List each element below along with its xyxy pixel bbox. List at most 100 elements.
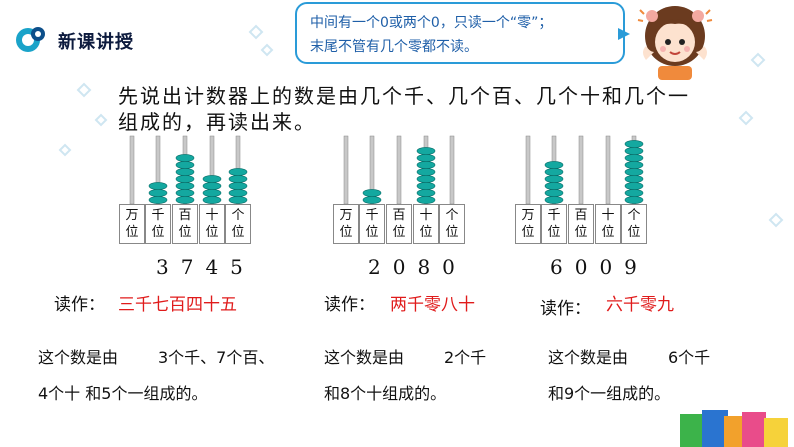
question-line-2: 组成的，再读出来。 [118, 110, 316, 134]
abacus-bead [416, 161, 436, 169]
abacus-bead [228, 182, 248, 190]
read-label-2: 读作： [324, 295, 375, 315]
abacus-bead [175, 189, 195, 197]
place-label-bottom: 位 [627, 225, 641, 240]
abacus-bead [544, 168, 564, 176]
place-label-top: 万 [521, 208, 535, 223]
abacus-bead [148, 189, 168, 197]
place-label-top: 万 [339, 208, 353, 223]
place-label-bottom: 位 [419, 225, 433, 240]
abacus-bead [416, 168, 436, 176]
abacus-bead [416, 196, 436, 204]
abacus-bead [175, 161, 195, 169]
place-value-box: 万位 [333, 204, 359, 244]
abacus-bead [624, 182, 644, 190]
read-value-1: 三千七百四十五 [118, 295, 237, 315]
abacus-1: 万位千位百位十位个位 [118, 130, 258, 250]
abacus-bead [416, 182, 436, 190]
abacus-rod [525, 135, 531, 205]
abacus-rod [605, 135, 611, 205]
abacus-bead [228, 175, 248, 183]
place-label-top: 百 [574, 208, 588, 223]
place-value-box: 个位 [225, 204, 251, 244]
abacus-bead [544, 182, 564, 190]
place-value-box: 百位 [172, 204, 198, 244]
abacus-bead [228, 168, 248, 176]
abacus-bead [228, 189, 248, 197]
place-value-box: 十位 [595, 204, 621, 244]
abacus-rod [578, 135, 584, 205]
page-title: 新课讲授 [58, 32, 134, 53]
place-label-top: 千 [365, 208, 379, 223]
abacus-rod [396, 135, 402, 205]
abacus-bead [624, 154, 644, 162]
read-value-2: 两千零八十 [390, 295, 475, 315]
place-label-bottom: 位 [125, 225, 139, 240]
bubble-line-1: 中间有一个0或两个0，只读一个“零”； [310, 15, 553, 31]
place-label-top: 百 [178, 208, 192, 223]
abacus-bead [175, 154, 195, 162]
explain-2-line2: 和8个十组成的。 [324, 384, 447, 403]
abacus-bead [362, 196, 382, 204]
abacus-bead [624, 161, 644, 169]
number-2: 2080 [368, 255, 467, 279]
abacus-bead [148, 182, 168, 190]
abacus-bead [202, 175, 222, 183]
place-value-box: 十位 [413, 204, 439, 244]
place-label-top: 千 [547, 208, 561, 223]
place-label-top: 十 [601, 208, 615, 223]
place-value-box: 千位 [145, 204, 171, 244]
abacus-rods-3 [525, 135, 644, 205]
place-value-box: 千位 [359, 204, 385, 244]
number-1: 3745 [156, 255, 255, 279]
place-label-bottom: 位 [178, 225, 192, 240]
place-value-box: 个位 [439, 204, 465, 244]
explain-1-line2: 4个十 和5个一组成的。 [38, 384, 208, 403]
place-label-top: 千 [151, 208, 165, 223]
abacus-rods-1 [129, 135, 248, 205]
abacus-bead [202, 189, 222, 197]
abacus-bead [175, 168, 195, 176]
place-label-bottom: 位 [574, 225, 588, 240]
number-3: 6009 [550, 255, 649, 279]
place-label-top: 个 [445, 208, 459, 223]
abacus-bead [362, 189, 382, 197]
abacus-bead [175, 175, 195, 183]
abacus-rod [129, 135, 135, 205]
speech-bubble-tail [618, 28, 630, 40]
place-label-top: 十 [419, 208, 433, 223]
abacus-bead [416, 147, 436, 155]
place-label-bottom: 位 [521, 225, 535, 240]
explain-3-a: 这个数是由 [548, 348, 629, 367]
abacus-rods-2 [343, 135, 455, 205]
abacus-bead [624, 168, 644, 176]
abacus-bead [544, 161, 564, 169]
place-label-bottom: 位 [445, 225, 459, 240]
place-value-box: 万位 [119, 204, 145, 244]
place-label-bottom: 位 [392, 225, 406, 240]
explain-3-b: 6个千 [668, 348, 711, 367]
abacus-bead [228, 196, 248, 204]
decorative-cubes [680, 410, 788, 447]
abacus-bead [202, 182, 222, 190]
explain-3-line2: 和9个一组成的。 [548, 384, 671, 403]
place-label-bottom: 位 [339, 225, 353, 240]
abacus-bead [544, 196, 564, 204]
abacus-bead [544, 189, 564, 197]
place-label-top: 个 [231, 208, 245, 223]
abacus-bead [416, 189, 436, 197]
abacus-rod [343, 135, 349, 205]
abacus-bead [148, 196, 168, 204]
abacus-2: 万位千位百位十位个位 [332, 130, 472, 250]
place-value-box: 个位 [621, 204, 647, 244]
explain-1-a: 这个数是由 [38, 348, 119, 367]
abacus-bead [624, 175, 644, 183]
explain-1-b: 3个千、7个百、 [158, 348, 275, 367]
bubble-line-2: 末尾不管有几个零都不读。 [310, 39, 478, 55]
place-label-bottom: 位 [205, 225, 219, 240]
abacus-bead [624, 189, 644, 197]
abacus-rod [449, 135, 455, 205]
explain-2-b: 2个千 [444, 348, 487, 367]
abacus-bead [416, 175, 436, 183]
